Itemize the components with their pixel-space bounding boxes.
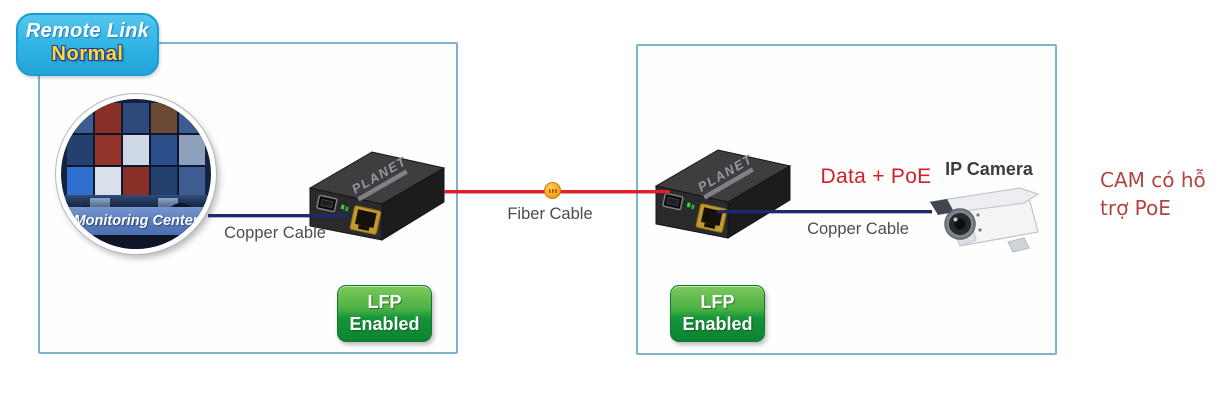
- rj45-port-icon: [349, 205, 382, 235]
- video-wall-mosaic: [67, 103, 205, 207]
- lfp-right-line1: LFP: [700, 292, 735, 312]
- copper-cable-line-left: [208, 214, 348, 217]
- rj45-port-icon: [695, 203, 728, 233]
- led-indicators-icon: [340, 204, 349, 212]
- ip-camera-label: IP Camera: [945, 159, 1033, 179]
- sfp-port-icon: [316, 194, 338, 213]
- lfp-enabled-badge-left: LFP Enabled: [337, 285, 432, 342]
- copper-cable-line-right: [717, 210, 932, 213]
- sfp-port-icon: [662, 192, 684, 211]
- lfp-right-line2: Enabled: [682, 314, 753, 334]
- media-converter-right: PLANET: [654, 149, 792, 239]
- poe-support-note: CAM có hỗ trợ PoE: [1100, 166, 1231, 222]
- status-badge: Remote Link Normal: [16, 13, 159, 76]
- data-poe-label: Data + PoE: [820, 165, 932, 188]
- led-indicators-icon: [686, 202, 695, 210]
- status-badge-title: Remote Link: [25, 20, 150, 42]
- copper-cable-label-left: Copper Cable: [224, 224, 326, 242]
- fiber-cable-label: Fiber Cable: [507, 205, 593, 223]
- monitoring-center-label: Monitoring Center: [61, 207, 211, 235]
- ip-camera-image: [928, 187, 1040, 253]
- fiber-coupler-icon: [544, 182, 561, 199]
- copper-cable-label-right: Copper Cable: [807, 220, 909, 238]
- lfp-left-line1: LFP: [367, 292, 402, 312]
- status-badge-state: Normal: [51, 43, 124, 65]
- lfp-left-line2: Enabled: [349, 314, 420, 334]
- poe-support-note-line1: CAM có hỗ: [1100, 168, 1206, 192]
- poe-support-note-line2: trợ PoE: [1100, 196, 1171, 220]
- lfp-enabled-badge-right: LFP Enabled: [670, 285, 765, 342]
- monitoring-center-image: Monitoring Center: [56, 94, 216, 254]
